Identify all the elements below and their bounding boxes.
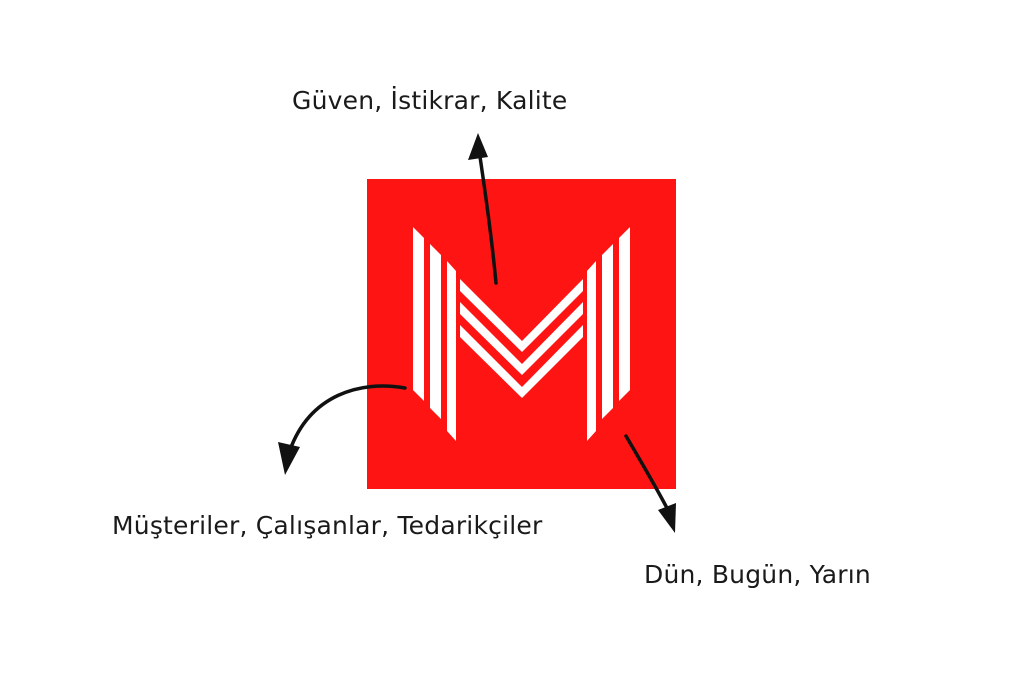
logo-left-stripe-2 xyxy=(430,244,441,419)
label-timeline: Dün, Bugün, Yarın xyxy=(644,560,871,589)
logo-m-mark xyxy=(367,179,676,489)
logo-left-stripe-1 xyxy=(413,227,424,401)
label-stakeholders: Müşteriler, Çalışanlar, Tedarikçiler xyxy=(112,511,543,540)
logo-chevron-stripe-3 xyxy=(460,325,583,398)
logo-left-stripe-3 xyxy=(447,261,456,441)
logo-right-stripe-3 xyxy=(587,261,596,441)
logo-right-stripe-2 xyxy=(602,244,613,419)
logo-chevron-stripe-2 xyxy=(460,302,583,375)
label-values: Güven, İstikrar, Kalite xyxy=(292,86,568,115)
logo-right-stripe-1 xyxy=(619,227,630,401)
logo-chevron-stripe-1 xyxy=(460,279,583,352)
